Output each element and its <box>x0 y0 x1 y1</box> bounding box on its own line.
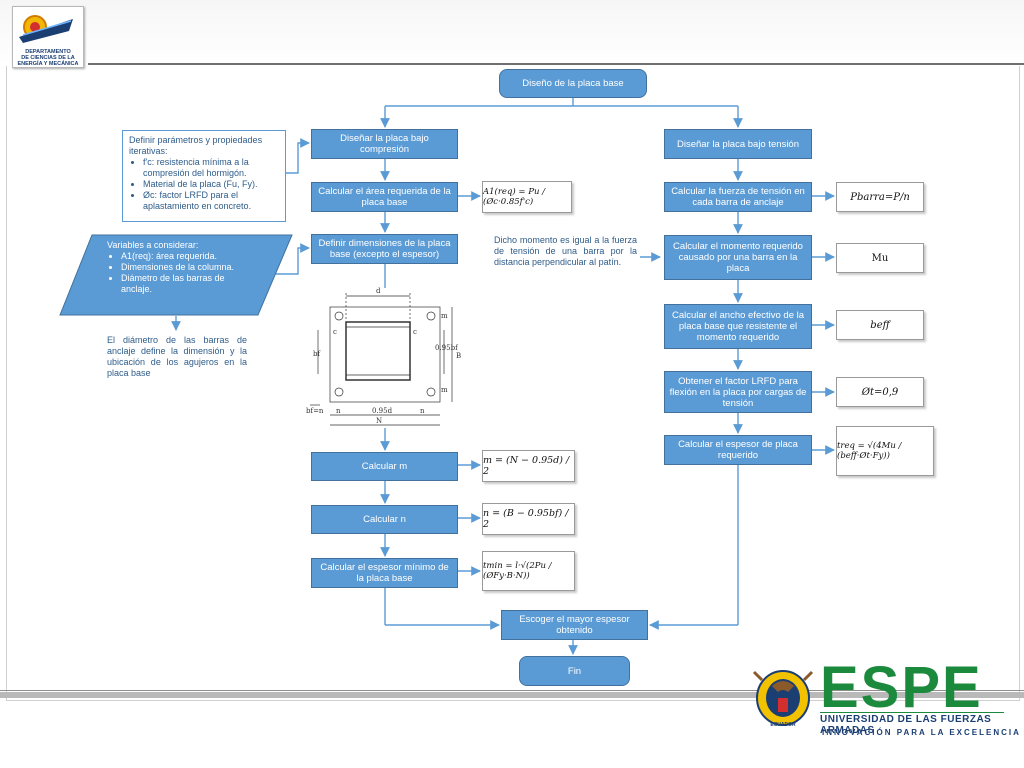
logo-line-2: DE CIENCIAS DE LA <box>21 55 75 61</box>
mu-formula-box: Mu <box>836 243 924 273</box>
m-formula: m = (N − 0.95d) / 2 <box>483 455 570 477</box>
calc-tmin-label: Calcular el espesor mínimo de la placa b… <box>320 562 449 584</box>
espe-motto: INNOVACIÓN PARA LA EXCELENCIA <box>822 728 1021 737</box>
variables-note: Variables a considerar: A1(req): área re… <box>107 240 247 295</box>
parameters-note: Definir parámetros y propiedades iterati… <box>122 130 286 222</box>
footer-divider <box>0 690 1024 691</box>
tension-branch-box: Diseñar la placa bajo tensión <box>664 129 812 159</box>
calc-n-label: Calcular n <box>363 514 406 525</box>
pbarra-formula: Pbarra=P/n <box>850 191 910 203</box>
calc-tension-force-box: Calcular la fuerza de tensión en cada ba… <box>664 182 812 212</box>
tmin-formula: tmin = l·√(2Pu / (ØFy·B·N)) <box>483 561 552 581</box>
department-logo-icon <box>19 15 73 43</box>
calc-beff-label: Calcular el ancho efectivo de la placa b… <box>671 310 805 343</box>
calc-tmin-box: Calcular el espesor mínimo de la placa b… <box>311 558 458 588</box>
calc-moment-box: Calcular el momento requerido causado po… <box>664 235 812 280</box>
parameters-note-title: Definir parámetros y propiedades iterati… <box>129 135 263 156</box>
variables-note-title: Variables a considerar: <box>107 240 199 250</box>
calc-treq-label: Calcular el espesor de placa requerido <box>678 439 798 461</box>
treq-formula-box: treq = √(4Mu / (beff·Øt·Fy)) <box>836 426 934 476</box>
n-formula: n = (B − 0.95bf) / 2 <box>483 508 569 530</box>
variable-item: Diámetro de las barras de anclaje. <box>121 273 247 295</box>
calc-beff-box: Calcular el ancho efectivo de la placa b… <box>664 304 812 349</box>
tmin-formula-box: tmin = l·√(2Pu / (ØFy·B·N)) <box>482 551 575 591</box>
compression-branch-box: Diseñar la placa bajo compresión <box>311 129 458 159</box>
end-label: Fin <box>567 665 582 677</box>
variable-item: Dimensiones de la columna. <box>121 262 247 273</box>
logo-line-1: DEPARTAMENTO <box>25 49 71 55</box>
calc-tension-force-label: Calcular la fuerza de tensión en cada ba… <box>671 186 805 208</box>
pbarra-formula-box: Pbarra=P/n <box>836 182 924 212</box>
n-formula-box: n = (B − 0.95bf) / 2 <box>482 503 575 535</box>
parameter-item: f'c: resistencia mínima a la compresión … <box>143 157 279 179</box>
variables-list: A1(req): área requerida. Dimensiones de … <box>107 251 247 295</box>
espe-crest-icon: ECUADOR <box>752 668 814 730</box>
moment-note: Dicho momento es igual a la fuerza de te… <box>494 235 637 267</box>
m-formula-box: m = (N − 0.95d) / 2 <box>482 450 575 482</box>
phit-formula: Øt=0,9 <box>861 386 899 398</box>
calc-area-label: Calcular el área requerida de la placa b… <box>318 186 451 208</box>
define-dims-label: Definir dimensiones de la placa base (ex… <box>318 238 451 260</box>
espe-university-name: UNIVERSIDAD DE LAS FUERZAS ARMADAS <box>820 714 992 736</box>
calc-moment-label: Calcular el momento requerido causado po… <box>673 241 803 274</box>
anchor-diameter-note: El diámetro de las barras de anclaje def… <box>107 335 247 378</box>
department-logo-text: DEPARTAMENTO DE CIENCIAS DE LA ENERGÍA Y… <box>15 49 81 67</box>
get-lrfd-label: Obtener el factor LRFD para flexión en l… <box>669 375 807 409</box>
beff-formula-box: beff <box>836 310 924 340</box>
parameters-list: f'c: resistencia mínima a la compresión … <box>129 157 279 212</box>
calc-treq-box: Calcular el espesor de placa requerido <box>664 435 812 465</box>
choose-thickness-box: Escoger el mayor espesor obtenido <box>501 610 648 640</box>
treq-formula: treq = √(4Mu / (beff·Øt·Fy)) <box>837 441 902 461</box>
start-terminal: Diseño de la placa base <box>499 69 647 98</box>
compression-branch-label: Diseñar la placa bajo compresión <box>340 133 429 155</box>
calc-area-box: Calcular el área requerida de la placa b… <box>311 182 458 212</box>
calc-m-box: Calcular m <box>311 452 458 481</box>
logo-line-3: ENERGÍA Y MECÁNICA <box>17 61 79 67</box>
phit-formula-box: Øt=0,9 <box>836 377 924 407</box>
parameter-item: Material de la placa (Fu, Fy). <box>143 179 279 190</box>
espe-brand: ESPE <box>820 655 983 720</box>
parameter-item: Øc: factor LRFD para el aplastamiento en… <box>143 190 279 212</box>
header-bar <box>0 0 1024 66</box>
tension-branch-label: Diseñar la placa bajo tensión <box>677 138 799 150</box>
area-formula-box: A1(req) = Pu / (Øc·0.85f'c) <box>482 181 572 213</box>
department-logo: DEPARTAMENTO DE CIENCIAS DE LA ENERGÍA Y… <box>12 6 84 68</box>
calc-n-box: Calcular n <box>311 505 458 534</box>
area-formula: A1(req) = Pu / (Øc·0.85f'c) <box>483 187 545 207</box>
define-dims-box: Definir dimensiones de la placa base (ex… <box>311 234 458 264</box>
calc-m-label: Calcular m <box>361 461 408 472</box>
variable-item: A1(req): área requerida. <box>121 251 247 262</box>
get-lrfd-box: Obtener el factor LRFD para flexión en l… <box>664 371 812 413</box>
choose-thickness-label: Escoger el mayor espesor obtenido <box>519 614 630 636</box>
end-terminal: Fin <box>519 656 630 686</box>
start-label: Diseño de la placa base <box>522 78 624 89</box>
header-divider <box>88 63 1024 65</box>
crest-label: ECUADOR <box>770 722 796 728</box>
espe-rule <box>820 712 1004 713</box>
mu-formula: Mu <box>871 252 889 264</box>
beff-formula: beff <box>870 319 890 331</box>
footer-bar <box>0 692 1024 698</box>
